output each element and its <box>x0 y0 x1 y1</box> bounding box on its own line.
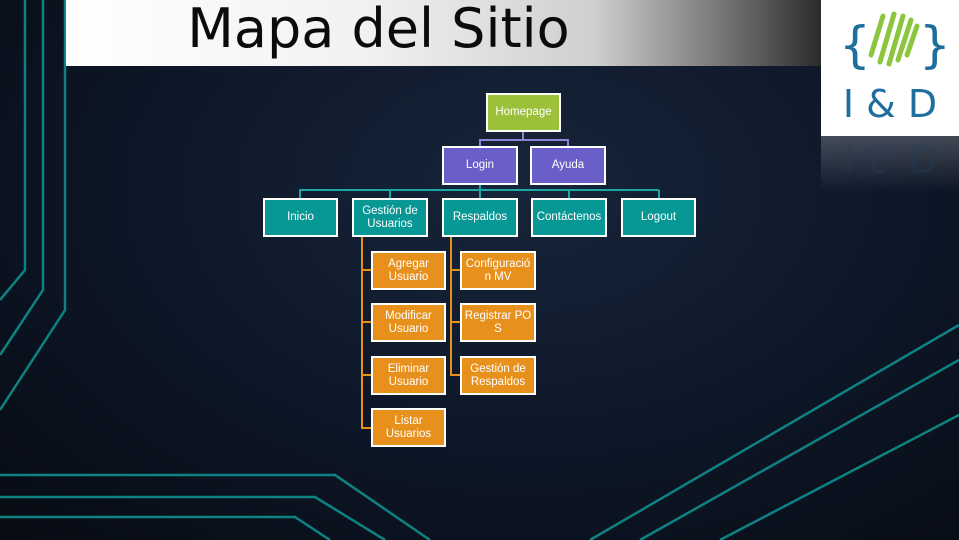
deco-line <box>639 358 959 540</box>
svg-text:{: { <box>839 16 871 74</box>
node-inicio[interactable]: Inicio <box>263 198 338 237</box>
connector-gestion-usuarios <box>361 236 372 429</box>
node-modificar-usuario[interactable]: Modificar Usuario <box>371 303 446 342</box>
node-registrar-pos[interactable]: Registrar POS <box>460 303 536 342</box>
deco-line <box>0 515 331 540</box>
node-respaldos[interactable]: Respaldos <box>442 198 518 237</box>
braces-leaf-logo-icon: { } <box>839 11 951 74</box>
deco-line <box>0 495 386 540</box>
node-eliminar-usuario[interactable]: Eliminar Usuario <box>371 356 446 395</box>
node-gestion-respaldos[interactable]: Gestión de Respaldos <box>460 356 536 395</box>
deco-line <box>589 323 959 540</box>
node-login[interactable]: Login <box>442 146 518 185</box>
node-logout[interactable]: Logout <box>621 198 696 237</box>
node-homepage[interactable]: Homepage <box>486 93 561 132</box>
title-banner <box>66 0 821 66</box>
deco-line <box>719 413 959 540</box>
node-gestion-usuarios[interactable]: Gestión de Usuarios <box>352 198 428 237</box>
connector-respaldos <box>450 236 461 376</box>
node-listar-usuarios[interactable]: Listar Usuarios <box>371 408 446 447</box>
node-agregar-usuario[interactable]: Agregar Usuario <box>371 251 446 290</box>
page-title: Mapa del Sitio <box>187 0 570 60</box>
svg-text:}: } <box>919 16 951 74</box>
logo-text: I & D <box>842 82 938 126</box>
deco-line <box>0 473 431 540</box>
deco-line <box>0 0 67 411</box>
node-configuracion-mv[interactable]: Configuració n MV <box>460 251 536 290</box>
deco-line <box>0 0 45 356</box>
connector-homepage <box>479 131 524 147</box>
node-contactenos[interactable]: Contáctenos <box>531 198 607 237</box>
connector-homepage <box>523 139 569 147</box>
logo: { } I & D <box>821 0 959 136</box>
node-ayuda[interactable]: Ayuda <box>530 146 606 185</box>
logo-reflection: I & D <box>821 136 959 192</box>
deco-line <box>0 0 27 301</box>
